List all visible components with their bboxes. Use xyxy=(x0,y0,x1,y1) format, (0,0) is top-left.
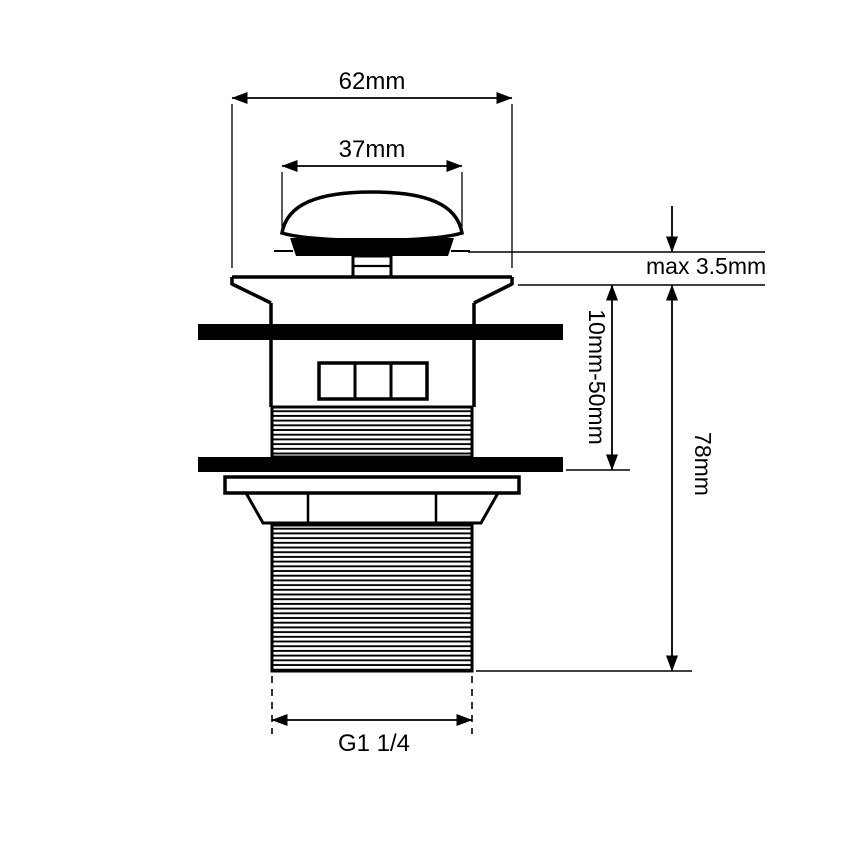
dim-label-flange-width: 62mm xyxy=(339,68,406,95)
cap-seal-band xyxy=(290,238,454,256)
lower-washer xyxy=(198,457,563,472)
overflow-frame xyxy=(317,361,429,401)
dimension-thread-length: 78mm xyxy=(476,284,716,672)
dimension-flange-width: 62mm xyxy=(231,68,513,268)
cap-dome xyxy=(280,190,464,243)
dimension-cap-width: 37mm xyxy=(281,136,463,227)
dimension-clamp-range: 10mm-50mm xyxy=(566,284,630,471)
backnut xyxy=(223,475,521,525)
dim-label-thread-length: 78mm xyxy=(690,432,716,496)
flange-plate xyxy=(230,275,514,305)
dimension-deck-max: max 3.5mm xyxy=(468,206,766,286)
dimension-thread-size: G1 1/4 xyxy=(271,676,473,757)
dim-label-clamp-range: 10mm-50mm xyxy=(584,309,610,444)
upper-washer xyxy=(198,324,563,340)
dim-label-deck-max: max 3.5mm xyxy=(646,253,766,279)
backnut-body xyxy=(244,492,500,525)
upper-body-walls xyxy=(269,303,476,407)
upper-thread-section xyxy=(270,405,474,459)
dim-label-cap-width: 37mm xyxy=(339,136,406,163)
lower-thread-section xyxy=(270,523,474,673)
backnut-flange xyxy=(223,475,521,495)
pop-up-cap xyxy=(274,190,470,279)
overflow-window xyxy=(317,361,429,401)
dim-label-thread-size: G1 1/4 xyxy=(338,730,410,757)
